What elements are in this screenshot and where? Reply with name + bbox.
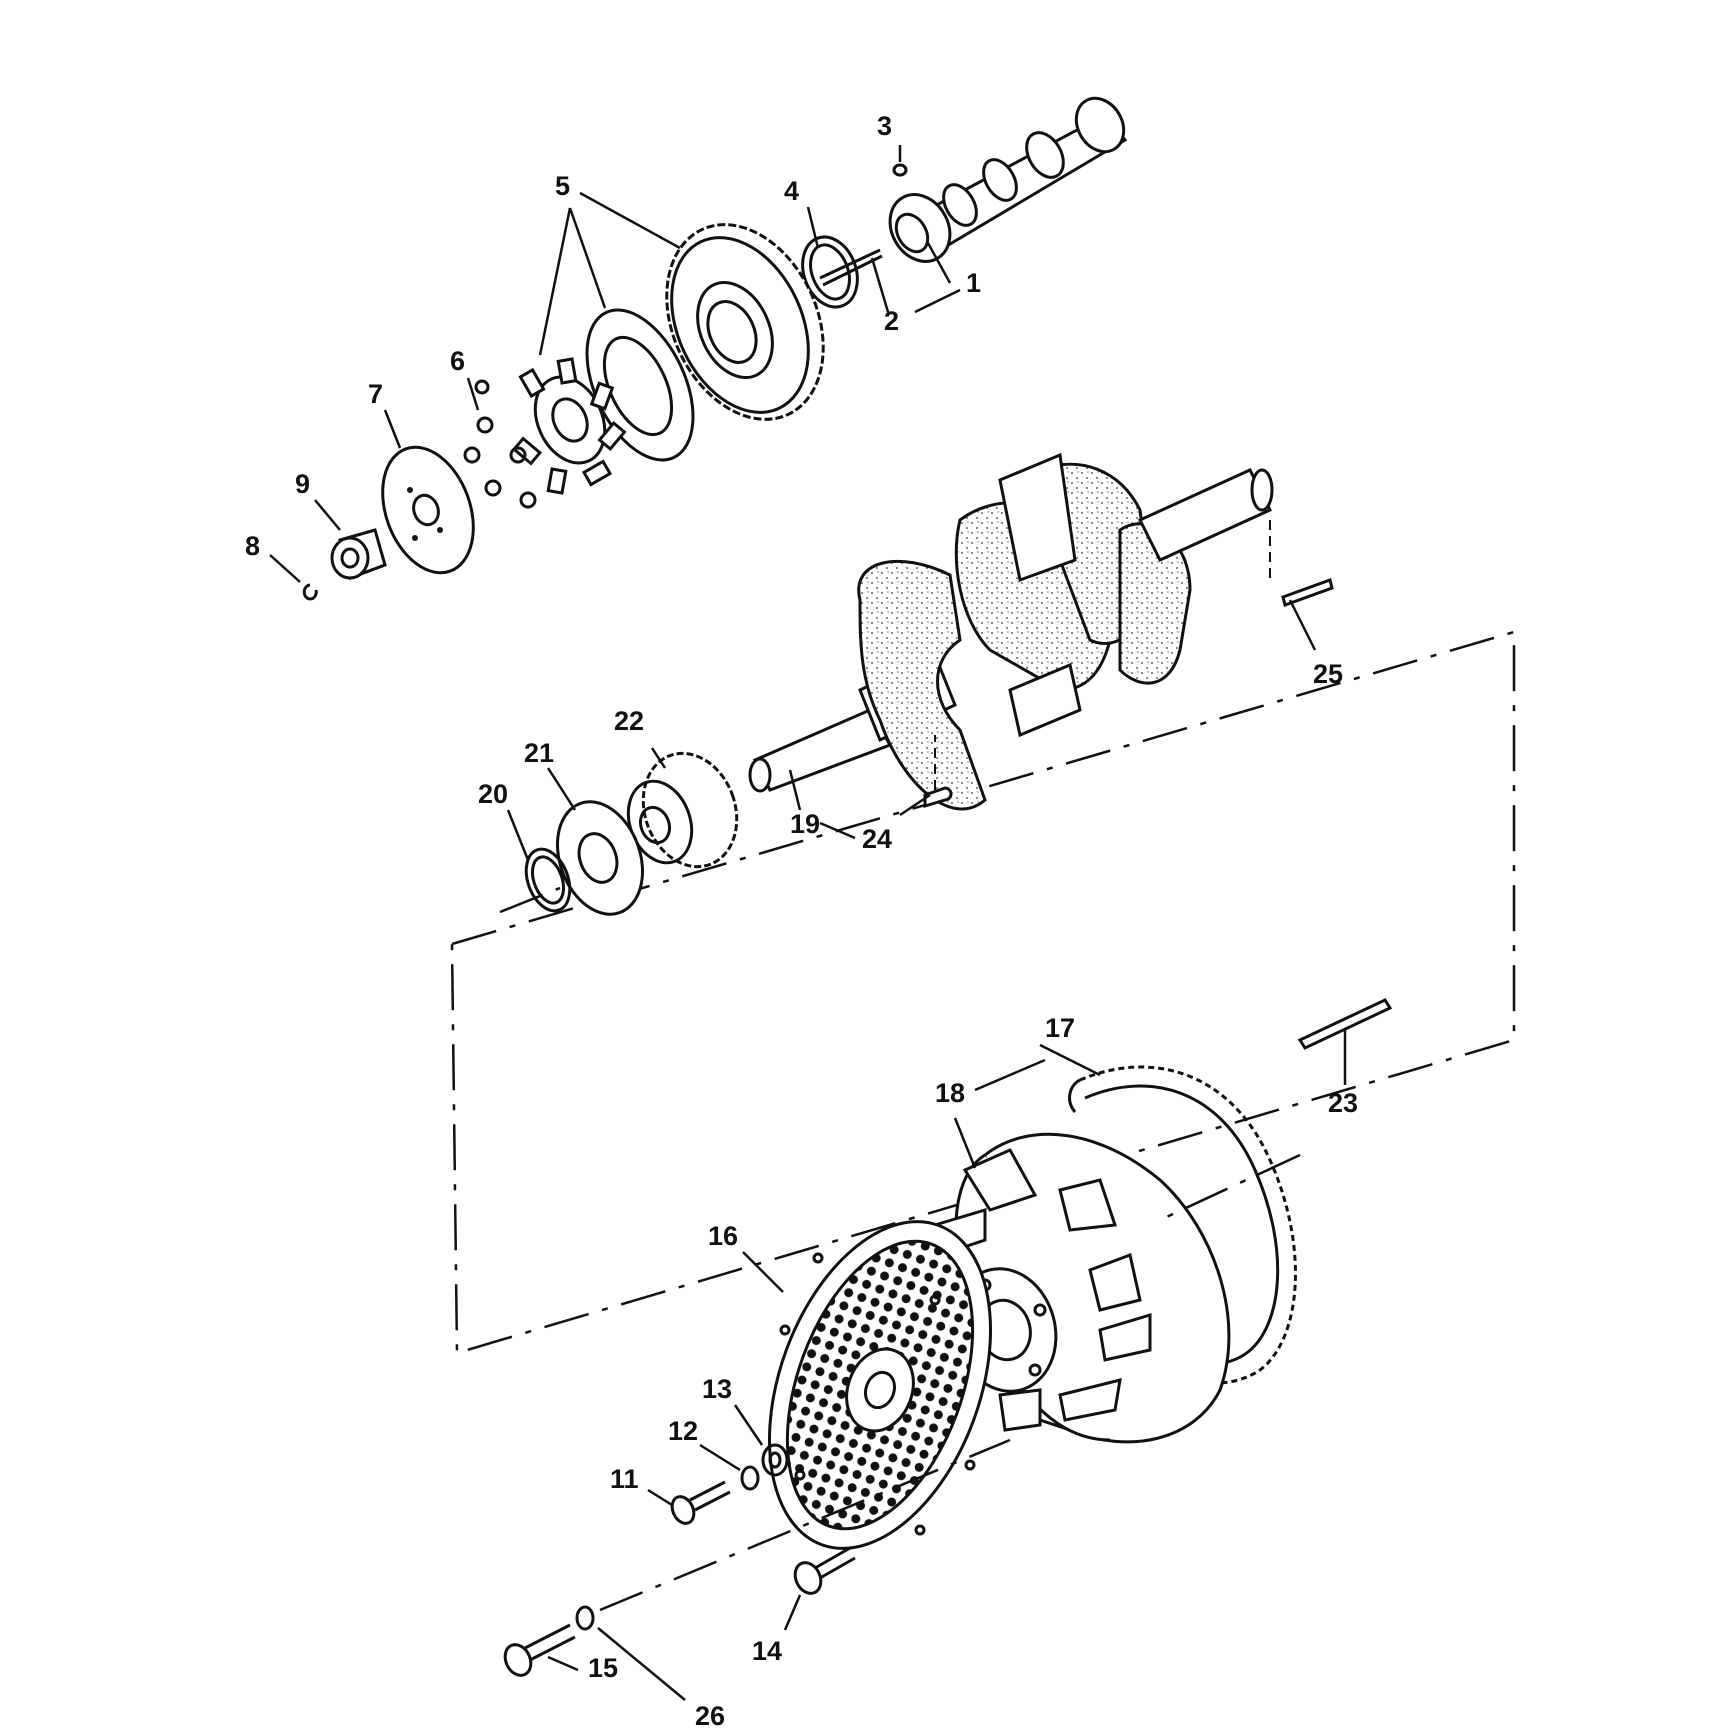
axis-line-3 xyxy=(599,1438,1011,1612)
label-14: 14 xyxy=(752,1636,782,1666)
label-24: 24 xyxy=(862,824,892,854)
label-16: 16 xyxy=(708,1221,738,1251)
crankshaft xyxy=(748,452,1274,811)
label-2: 2 xyxy=(884,306,899,336)
label-8: 8 xyxy=(245,531,260,561)
ring-key xyxy=(1297,998,1393,1050)
screen xyxy=(767,1220,993,1550)
label-9: 9 xyxy=(295,469,310,499)
cam-gear xyxy=(511,223,825,495)
label-1: 1 xyxy=(966,268,981,298)
assembly-outline xyxy=(450,630,1516,1355)
label-19: 19 xyxy=(790,809,820,839)
label-7: 7 xyxy=(368,379,383,409)
label-12: 12 xyxy=(668,1416,698,1446)
label-25: 25 xyxy=(1313,659,1343,689)
label-22: 22 xyxy=(614,706,644,736)
label-6: 6 xyxy=(450,346,465,376)
snap-ring xyxy=(524,847,572,913)
label-21: 21 xyxy=(524,738,554,768)
sleeve xyxy=(330,528,387,580)
flywheel-key xyxy=(1269,520,1334,607)
label-15: 15 xyxy=(588,1653,618,1683)
ball-check xyxy=(892,163,908,177)
bolt xyxy=(503,1623,576,1677)
flat-washer xyxy=(761,1443,789,1477)
gear-key xyxy=(923,735,953,809)
label-11: 11 xyxy=(610,1464,639,1494)
label-3: 3 xyxy=(877,111,892,141)
label-17: 17 xyxy=(1045,1013,1075,1043)
part-labels: 1 2 3 4 5 6 7 8 9 11 12 13 14 15 16 17 1… xyxy=(245,111,1358,1731)
label-23: 23 xyxy=(1328,1088,1358,1118)
label-18: 18 xyxy=(935,1078,965,1108)
governor-cup xyxy=(381,445,475,575)
label-13: 13 xyxy=(702,1374,732,1404)
label-4: 4 xyxy=(784,176,799,206)
label-20: 20 xyxy=(478,779,508,809)
flywheel-assembly xyxy=(933,1065,1297,1444)
cap-screw xyxy=(670,1480,731,1525)
retaining-ring xyxy=(302,583,318,601)
leader-lines xyxy=(269,145,1347,1701)
flyweight-spider xyxy=(511,357,627,495)
thrust-washer xyxy=(555,800,645,916)
screw xyxy=(793,1546,856,1595)
axis-line-2 xyxy=(1159,1153,1301,1222)
washer xyxy=(575,1605,595,1631)
label-26: 26 xyxy=(695,1701,725,1731)
spacer-ring xyxy=(801,235,859,309)
camshaft xyxy=(888,96,1128,263)
balls xyxy=(463,379,537,509)
axis-line xyxy=(499,886,561,914)
label-5: 5 xyxy=(555,171,570,201)
lock-washer xyxy=(740,1465,760,1491)
